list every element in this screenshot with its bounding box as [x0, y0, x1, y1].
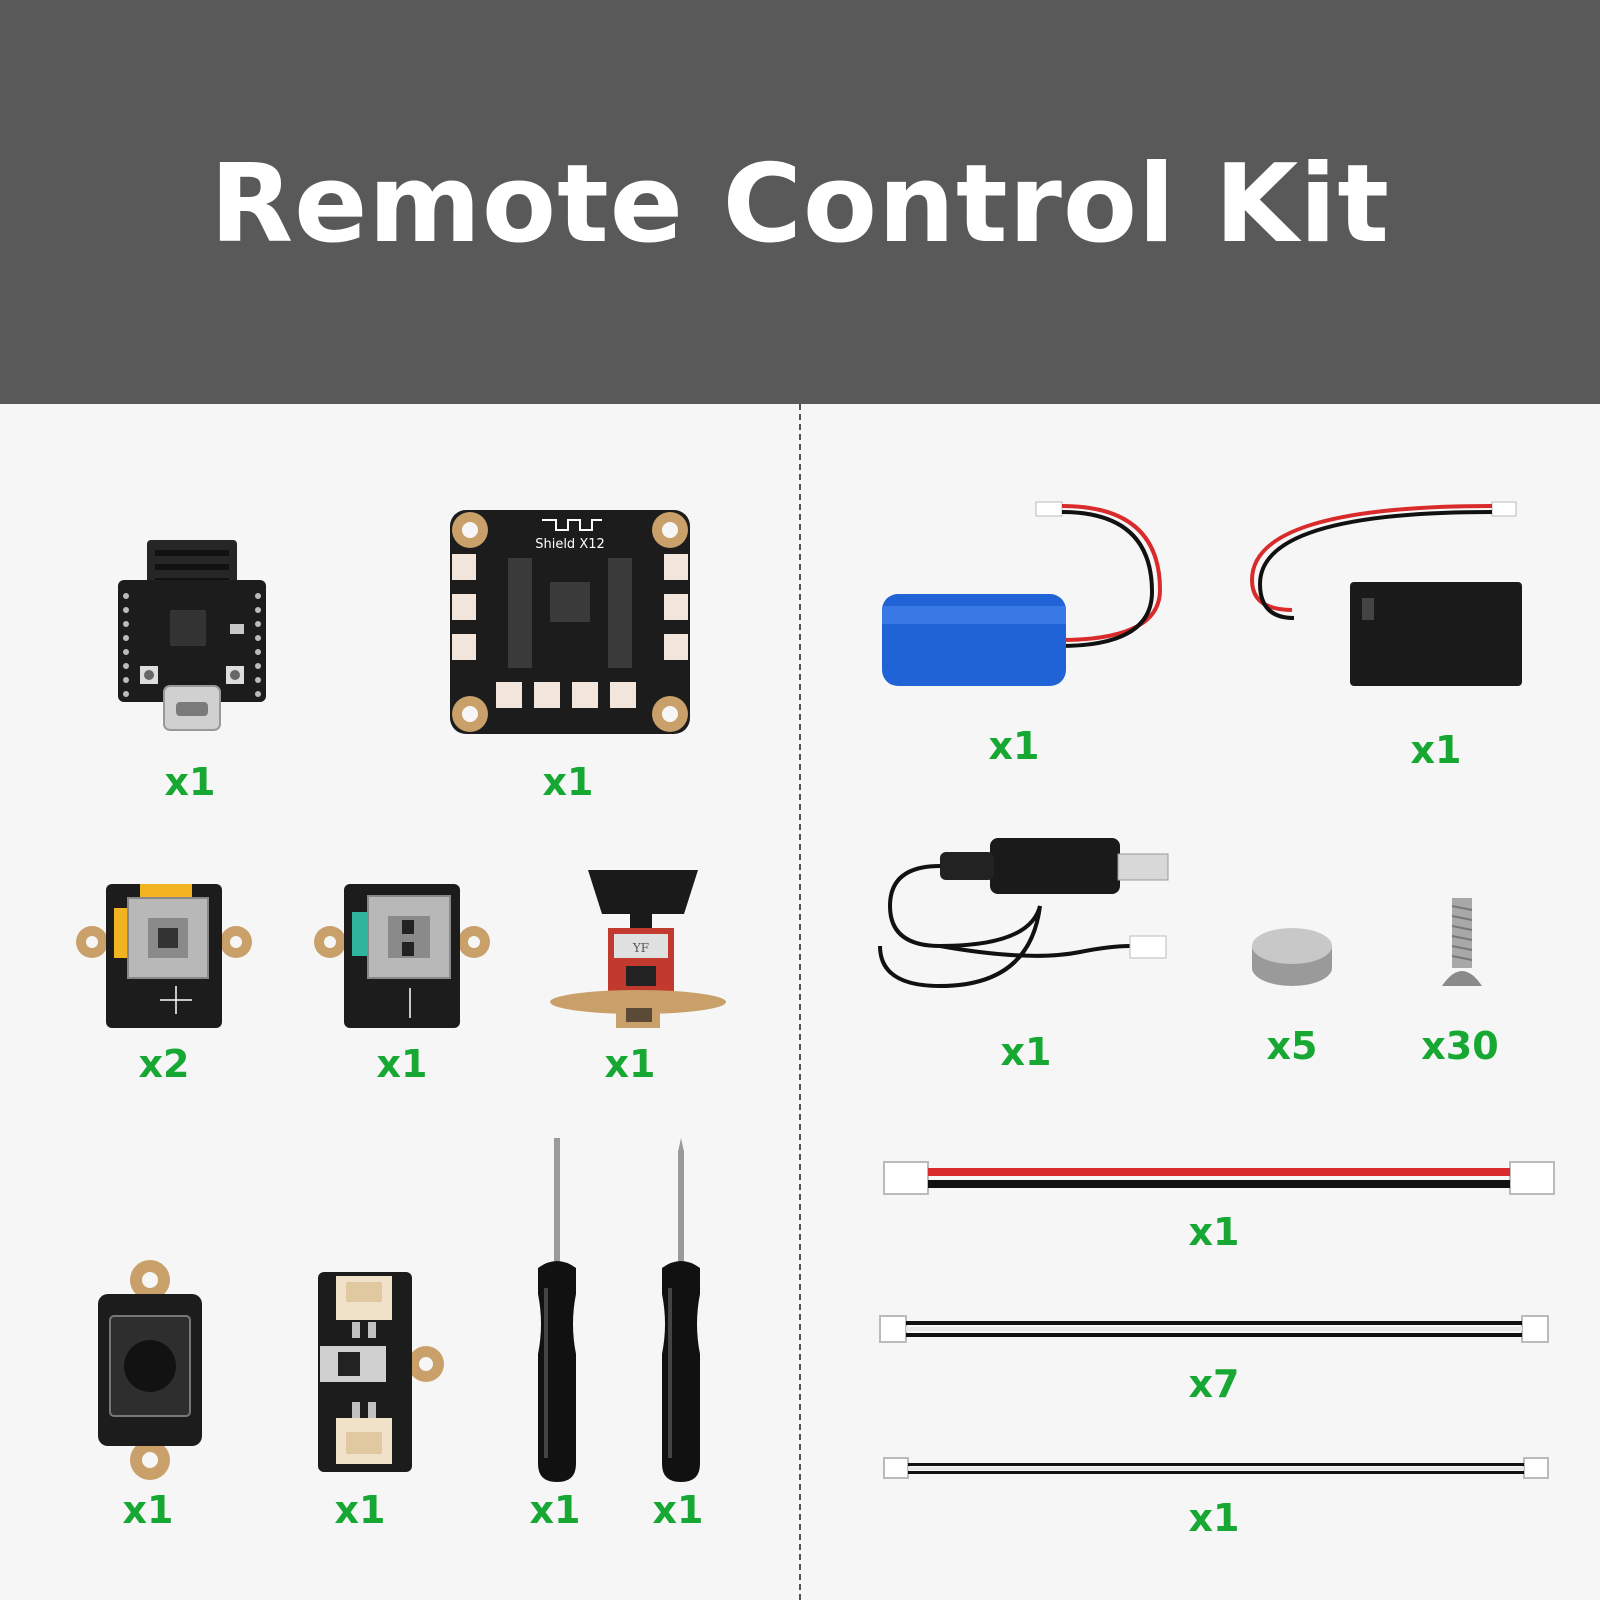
header-banner: Remote Control Kit — [0, 0, 1600, 404]
joystick-module-icon — [76, 884, 252, 1028]
quantity-label: x1 — [988, 724, 1040, 768]
quantity-label: x1 — [652, 1488, 704, 1532]
screwdriver-icon — [662, 1138, 700, 1482]
quantity-label: x1 — [1188, 1210, 1240, 1254]
quantity-label: x1 — [122, 1488, 174, 1532]
quantity-label: x1 — [529, 1488, 581, 1532]
quantity-label: x30 — [1421, 1024, 1499, 1068]
expansion-board-icon: Shield X12 — [450, 510, 690, 734]
slide-switch-icon — [318, 1272, 444, 1472]
esp32-c3-controller-board — [112, 536, 272, 736]
quantity-label: x1 — [1410, 728, 1462, 772]
connector-cable-icon — [879, 1315, 1549, 1343]
quantity-label: x1 — [164, 760, 216, 804]
joystick-module-xy — [74, 884, 254, 1030]
switch-label: YF — [632, 941, 649, 955]
battery-box — [1249, 500, 1522, 690]
quantity-label: x1 — [334, 1488, 386, 1532]
battery-icon — [882, 501, 1163, 686]
toggle-switch-icon: YF — [550, 870, 726, 1028]
quantity-label: x1 — [1188, 1496, 1240, 1540]
quantity-label: x1 — [1000, 1030, 1052, 1074]
quantity-label: x2 — [138, 1042, 190, 1086]
page-title: Remote Control Kit — [209, 142, 1390, 267]
connector-cable-icon — [883, 1457, 1549, 1479]
quantity-label: x5 — [1266, 1024, 1318, 1068]
board-label: Shield X12 — [535, 537, 605, 552]
joystick-module-icon — [314, 884, 490, 1028]
usb-cable-icon — [878, 838, 1169, 989]
quantity-label: x1 — [542, 760, 594, 804]
short-connector-cable — [883, 1456, 1549, 1480]
quantity-label: x7 — [1188, 1362, 1240, 1406]
quantity-label: x1 — [604, 1042, 656, 1086]
power-cable-icon — [883, 1161, 1555, 1195]
push-button-icon — [98, 1260, 202, 1480]
push-button-module — [96, 1260, 204, 1480]
lithium-battery — [880, 500, 1190, 690]
magnet-icon — [1252, 928, 1332, 986]
red-black-power-cable — [883, 1158, 1555, 1198]
flathead-screwdriver — [530, 1138, 584, 1484]
screwdriver-icon — [538, 1138, 576, 1482]
microcontroller-board-icon — [118, 540, 266, 731]
usb-charging-cable — [878, 836, 1180, 1006]
joystick-module-single-axis — [312, 884, 492, 1030]
battery-box-icon — [1249, 501, 1522, 686]
toggle-switch-module: YF — [550, 870, 726, 1030]
quantity-label: x1 — [376, 1042, 428, 1086]
power-switch-module — [316, 1272, 446, 1472]
long-connector-cable — [879, 1314, 1549, 1344]
magnet — [1250, 924, 1334, 988]
phillips-screwdriver — [654, 1138, 708, 1484]
screw — [1440, 898, 1484, 992]
shield-x12-board: Shield X12 — [450, 510, 690, 734]
panel-divider — [799, 404, 801, 1600]
screw-icon — [1442, 898, 1482, 986]
